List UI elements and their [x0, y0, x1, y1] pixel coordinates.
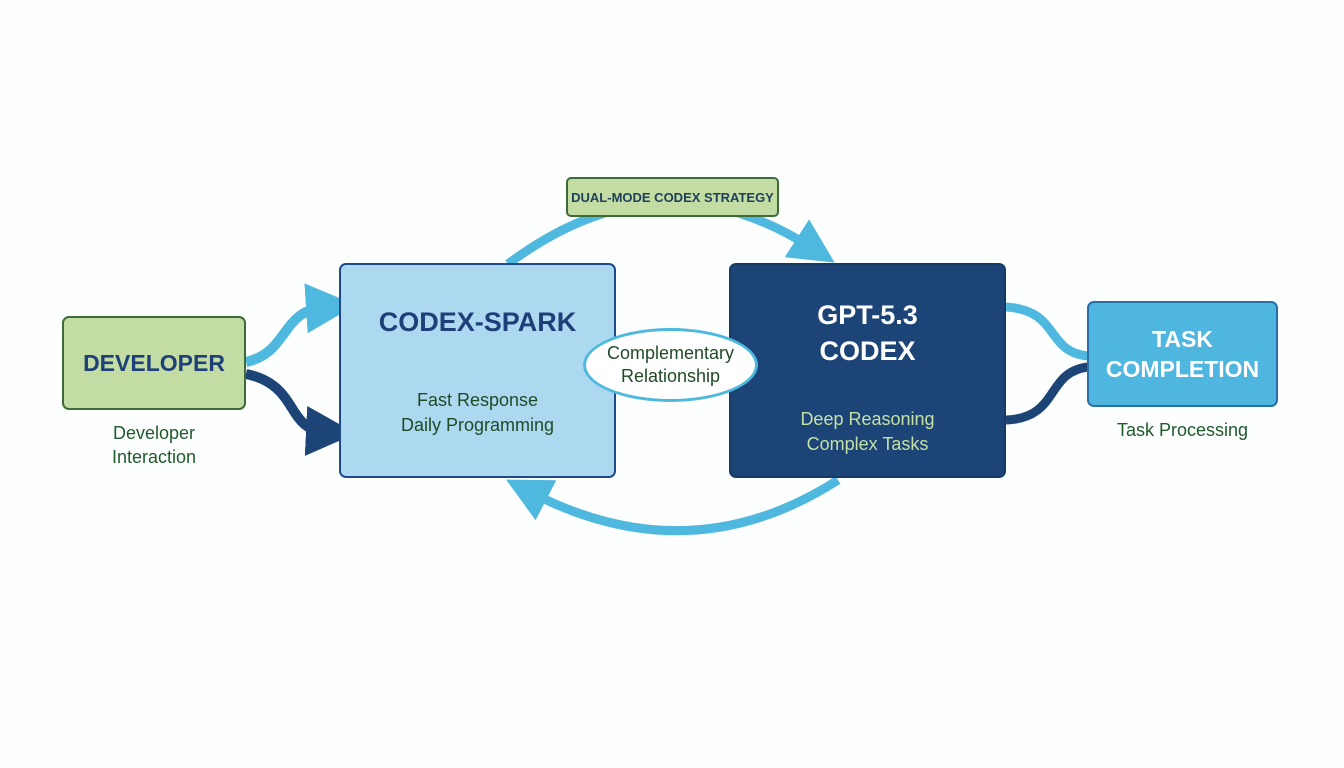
developer-caption-line2: Interaction	[111, 447, 197, 467]
strategy-label-text: DUAL-MODE CODEX STRATEGY	[571, 189, 774, 205]
developer-title: DEVELOPER	[83, 349, 225, 376]
developer-to-spark-arrow-dark	[244, 369, 356, 456]
codex-spark-line1: Fast Response	[416, 390, 539, 410]
codex-spark-line2: Daily Programming	[400, 415, 555, 435]
codex-spark-title: CODEX-SPARK	[378, 307, 577, 337]
relationship-line2: Relationship	[620, 366, 721, 386]
task-caption: Task Processing	[1116, 420, 1249, 440]
task-title-line2: COMPLETION	[1105, 356, 1260, 382]
gpt-codex-title-line1: GPT-5.3	[817, 300, 918, 330]
cycle-arrow-bottom	[506, 476, 841, 536]
gpt-to-task-connector-light	[1005, 302, 1089, 361]
gpt-codex-title-line2: CODEX	[819, 336, 916, 366]
gpt-codex-node: GPT-5.3 CODEX Deep Reasoning Complex Tas…	[729, 263, 1006, 478]
relationship-line1: Complementary	[606, 343, 735, 363]
gpt-codex-line2: Complex Tasks	[806, 434, 929, 454]
task-completion-node: TASK COMPLETION	[1087, 301, 1278, 407]
strategy-label: DUAL-MODE CODEX STRATEGY	[566, 177, 779, 217]
developer-caption-line1: Developer	[112, 423, 196, 443]
gpt-codex-line1: Deep Reasoning	[800, 409, 935, 429]
gpt-to-task-connector-dark	[1005, 362, 1089, 425]
task-title-line1: TASK	[1152, 326, 1213, 352]
developer-node: DEVELOPER	[62, 316, 246, 410]
codex-spark-node: CODEX-SPARK Fast Response Daily Programm…	[339, 263, 616, 478]
developer-caption: Developer Interaction	[62, 421, 246, 469]
relationship-ellipse: Complementary Relationship	[583, 328, 758, 402]
developer-to-spark-arrow-light	[244, 283, 356, 367]
